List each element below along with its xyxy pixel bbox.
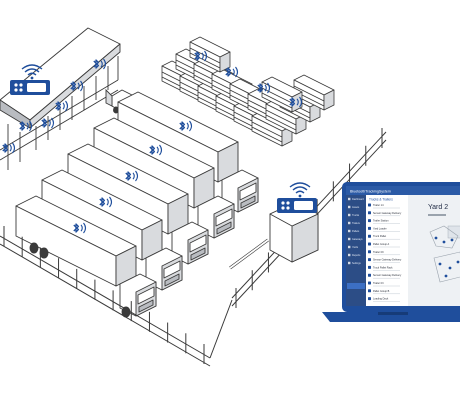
nav-icon — [348, 237, 351, 241]
sidebar-item[interactable]: Yards — [348, 245, 359, 249]
asset-list-panel — [366, 195, 408, 306]
laptop-base — [322, 312, 460, 322]
list-item[interactable]: Sensor Gateway Delivery — [368, 258, 402, 263]
list-item[interactable]: Loading Dock — [368, 297, 400, 302]
app-logo: BluetoothTrackingSystem — [350, 190, 391, 194]
sidebar-active-footer — [347, 283, 365, 289]
nav-icon — [348, 197, 351, 201]
list-item-label: Yard Loader — [373, 227, 387, 230]
sidebar-item-label: Dashboard — [352, 198, 364, 201]
list-item[interactable]: Pallet Group A — [368, 242, 400, 248]
list-item-icon — [368, 281, 371, 285]
map-zone — [429, 225, 459, 249]
list-item[interactable]: Yard Loader — [368, 226, 400, 232]
nav-icon — [348, 213, 351, 217]
sidebar-item-label: Trailers — [352, 222, 361, 225]
list-item-label: Pallet Group B — [373, 290, 390, 293]
sidebar-item[interactable]: Trucks — [348, 213, 360, 217]
list-item-icon — [368, 219, 371, 223]
sidebar-item[interactable]: Settings — [348, 261, 361, 265]
list-item[interactable]: Trailer 14 — [368, 203, 400, 209]
app-header — [346, 186, 460, 195]
wifi-icon — [289, 182, 311, 199]
sidebar-item-label: Gateways — [352, 238, 363, 241]
sidebar-item[interactable]: Dashboard — [348, 197, 364, 201]
sidebar-item[interactable]: Gateways — [348, 237, 363, 241]
sidebar-item[interactable]: Pallets — [348, 229, 360, 233]
list-item-label: Truck Pallet — [373, 235, 386, 238]
list-item-label: Trailer 14 — [373, 204, 384, 207]
sidebar-item-label: Assets — [352, 206, 360, 209]
panel-title: Yard 2 — [428, 204, 448, 211]
list-item-label: Trailer 09 — [373, 251, 384, 254]
list-item-icon — [368, 211, 371, 215]
sidebar-nav[interactable]: DashboardAssetsTrucksTrailersPalletsGate… — [348, 197, 364, 265]
list-item-icon — [368, 289, 371, 293]
app-sidebar — [346, 195, 366, 306]
list-item-icon — [368, 203, 371, 207]
map-zone — [433, 251, 460, 283]
list-item-icon — [368, 234, 371, 238]
list-item[interactable]: Truck Pallet — [368, 234, 400, 240]
sidebar-item[interactable]: Trailers — [348, 221, 361, 225]
list-item-label: Trailer Station — [373, 220, 389, 223]
list-item-icon — [368, 250, 371, 254]
list-item-icon — [368, 242, 371, 246]
sidebar-item[interactable]: Reports — [348, 253, 361, 257]
dock-bays — [0, 56, 119, 170]
list-item[interactable]: Sensor Gateway Delivery — [368, 273, 402, 279]
nav-icon — [348, 261, 351, 265]
gate-gateway — [277, 182, 317, 213]
list-item-icon — [368, 273, 371, 277]
list-header: Trucks & Trailers — [369, 198, 393, 202]
map-markers[interactable] — [434, 236, 460, 278]
list-item-label: Loading Dock — [373, 298, 389, 301]
gateway-device-icon — [277, 198, 317, 213]
list-item-label: Sensor Gateway Delivery — [373, 212, 402, 215]
laptop: BluetoothTrackingSystem DashboardAssetsT… — [322, 182, 460, 322]
nav-icon — [348, 253, 351, 257]
list-item-label: Truck Pallet Rack — [373, 266, 393, 269]
list-item-icon — [368, 265, 371, 269]
list-item[interactable]: Truck Pallet Rack — [368, 265, 400, 271]
bluetooth-icon — [55, 100, 69, 112]
list-item[interactable]: Trailer 09 — [368, 250, 400, 256]
list-item[interactable]: Trailer Station — [368, 219, 400, 224]
yard-map-panel — [408, 195, 460, 306]
sidebar-item-label: Trucks — [352, 214, 360, 217]
nav-icon — [348, 205, 351, 209]
nav-icon — [348, 245, 351, 249]
list-item-label: Pallet Group A — [373, 243, 389, 246]
entrance-gate — [229, 201, 319, 270]
list-item-icon — [368, 297, 371, 301]
list-item[interactable]: Pallet Group B — [368, 289, 400, 295]
nav-icon — [348, 221, 351, 225]
sidebar-item-label: Settings — [352, 262, 361, 265]
sidebar-item-label: Yards — [352, 246, 359, 249]
sidebar-item[interactable]: Assets — [348, 205, 360, 209]
list-item[interactable]: Trailer 03 — [368, 281, 400, 287]
list-item[interactable]: Sensor Gateway Delivery — [368, 211, 402, 217]
nav-icon — [348, 229, 351, 233]
gateway-device-icon — [10, 80, 50, 95]
list-item-label: Sensor Gateway Delivery — [373, 274, 402, 277]
list-item-label: Trailer 03 — [373, 282, 384, 285]
list-item-icon — [368, 258, 371, 262]
sidebar-item-label: Pallets — [352, 230, 360, 233]
sidebar-item-label: Reports — [352, 254, 361, 257]
list-item-label: Sensor Gateway Delivery — [373, 259, 402, 262]
list-item-icon — [368, 226, 371, 230]
